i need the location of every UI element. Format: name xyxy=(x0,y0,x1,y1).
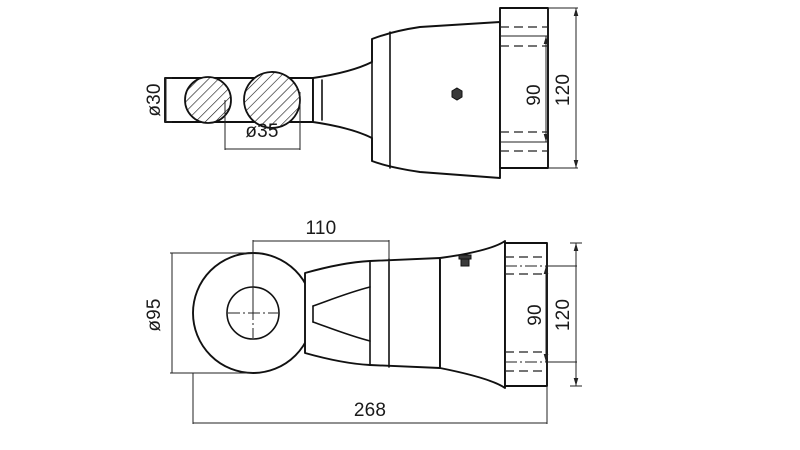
top-view-flange xyxy=(499,7,549,169)
top-view-taper-body xyxy=(312,21,501,179)
dim-label-110: 110 xyxy=(306,218,337,239)
bottom-view-body xyxy=(439,240,506,389)
bottom-view-inner-taper-lower xyxy=(312,321,371,342)
dim-label-d35: ø35 xyxy=(245,121,278,142)
bottom-view-group: 110 ø95 268 90 120 xyxy=(144,218,582,424)
hex-bolt-icon xyxy=(451,87,463,101)
top-view-hatched-ball-section xyxy=(243,71,301,129)
dim-label-120-bottom: 120 xyxy=(553,299,574,331)
dim-label-90-top: 90 xyxy=(524,84,545,106)
dim-label-d30: ø30 xyxy=(144,83,165,116)
bottom-view-neck xyxy=(304,257,441,369)
grease-nipple-icon xyxy=(458,254,472,267)
bottom-view-inner-taper-upper xyxy=(312,286,371,307)
dim-label-d95: ø95 xyxy=(144,298,165,331)
dim-label-268: 268 xyxy=(354,400,386,421)
top-view-group: ø30 ø35 90 120 xyxy=(144,7,579,179)
dim-label-90-bottom: 90 xyxy=(525,304,546,326)
top-view-hatched-shaft-section xyxy=(184,76,232,124)
dim-label-120-top: 120 xyxy=(553,74,574,106)
